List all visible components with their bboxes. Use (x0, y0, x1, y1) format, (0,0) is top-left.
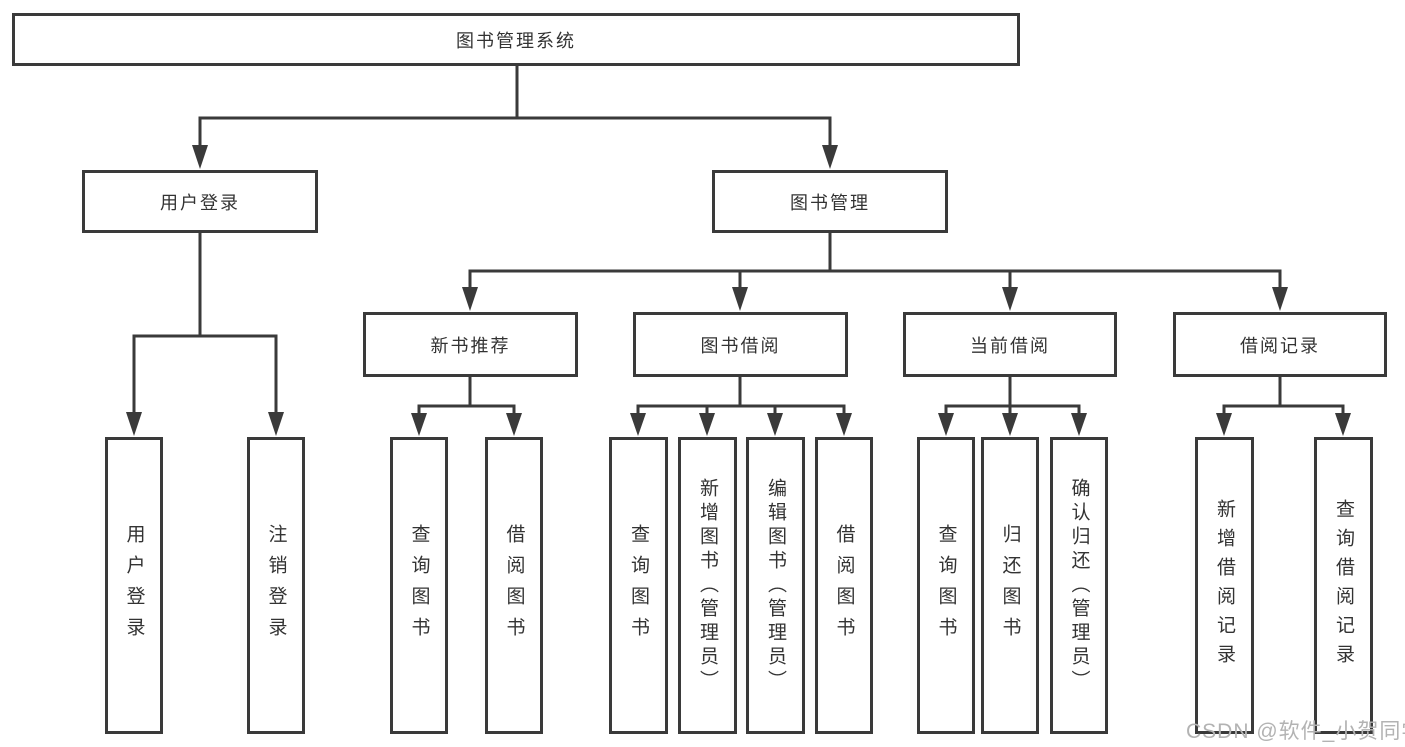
leaf-borrow-add-books-admin: 新增图书（管理员） (678, 437, 737, 734)
leaf-current-query-books: 查询图书 (917, 437, 975, 734)
leaf-records-add-record: 新增借阅记录 (1195, 437, 1254, 734)
connector-user-login (126, 231, 284, 436)
connector-new-books (411, 375, 522, 436)
leaf-logout: 注销登录 (247, 437, 305, 734)
node-current-borrow-label: 当前借阅 (970, 335, 1050, 356)
node-book-mgmt: 图书管理 (712, 170, 948, 233)
connector-root (192, 64, 838, 169)
leaf-user-login: 用户登录 (105, 437, 163, 734)
connector-book-borrow (630, 375, 852, 436)
leaf-newbooks-query-books: 查询图书 (390, 437, 448, 734)
node-user-login: 用户登录 (82, 170, 318, 233)
leaf-borrow-borrow-books: 借阅图书 (815, 437, 873, 734)
leaf-borrow-edit-books-admin: 编辑图书（管理员） (746, 437, 805, 734)
node-borrow-records: 借阅记录 (1173, 312, 1387, 377)
node-book-borrow-label: 图书借阅 (700, 335, 781, 356)
leaf-records-query-record: 查询借阅记录 (1314, 437, 1373, 734)
node-new-books-label: 新书推荐 (430, 335, 511, 356)
leaf-current-return-books: 归还图书 (981, 437, 1039, 734)
node-user-login-label: 用户登录 (160, 192, 240, 213)
watermark: CSDN @软件_小贺同学 (1186, 720, 1405, 743)
leaf-newbooks-borrow-books: 借阅图书 (485, 437, 543, 734)
node-book-borrow: 图书借阅 (633, 312, 848, 377)
node-root-label: 图书管理系统 (456, 30, 576, 51)
node-book-mgmt-label: 图书管理 (790, 192, 870, 213)
connector-borrow-records (1216, 375, 1351, 436)
leaf-borrow-query-books: 查询图书 (609, 437, 668, 734)
node-current-borrow: 当前借阅 (903, 312, 1117, 377)
connector-current-borrow (938, 375, 1087, 436)
node-borrow-records-label: 借阅记录 (1240, 335, 1320, 356)
connector-book-mgmt (462, 231, 1288, 311)
node-root: 图书管理系统 (12, 13, 1020, 66)
node-new-books: 新书推荐 (363, 312, 578, 377)
leaf-current-confirm-return-admin: 确认归还（管理员） (1050, 437, 1108, 734)
